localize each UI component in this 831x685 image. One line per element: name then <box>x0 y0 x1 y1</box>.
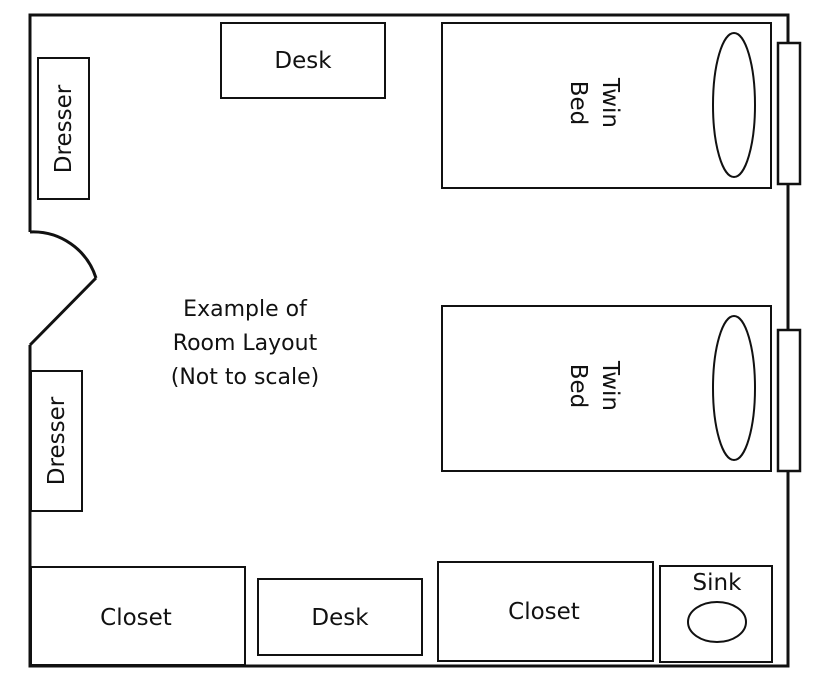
caption-line1: Example of <box>183 297 308 322</box>
closet-right-outline <box>437 561 654 662</box>
twin-bed-bottom-outline <box>441 305 772 472</box>
sink-basin-icon <box>687 601 747 643</box>
door-swing-arc <box>29 230 98 279</box>
closet-left-outline <box>30 566 246 666</box>
twin-bed-top-label-line2: Bed <box>565 81 591 126</box>
desk-top-outline <box>220 22 386 99</box>
desk-top: Desk <box>220 22 386 99</box>
twin-bed-bottom-label-line2: Bed <box>565 364 591 409</box>
closet-right: Closet <box>437 561 654 662</box>
caption-line3: (Not to scale) <box>171 365 319 390</box>
twin-bed-bottom-label-line1: Twin <box>597 360 623 411</box>
dresser-top-label: Dresser <box>51 84 77 173</box>
pillow-icon <box>712 32 756 178</box>
desk-top-label: Desk <box>274 48 332 74</box>
pillow-icon <box>712 315 756 461</box>
desk-bottom-outline <box>257 578 423 656</box>
window-bottom <box>776 328 802 473</box>
twin-bed-top-outline <box>441 22 772 189</box>
closet-right-label: Closet <box>508 599 580 625</box>
closet-left: Closet <box>30 566 246 666</box>
wall-top-right-bottom <box>28 13 790 668</box>
window-top <box>776 41 802 186</box>
sink: Sink <box>659 565 773 663</box>
twin-bed-bottom: Twin Bed <box>441 305 772 472</box>
sink-label: Sink <box>693 570 743 596</box>
room-walls <box>28 13 790 668</box>
dresser-top: Dresser <box>37 57 90 200</box>
desk-bottom-label: Desk <box>311 605 369 631</box>
dresser-bottom-outline <box>30 370 83 512</box>
sink-outline <box>659 565 773 663</box>
desk-bottom: Desk <box>257 578 423 656</box>
twin-bed-top: Twin Bed <box>441 22 772 189</box>
twin-bed-top-label-line1: Twin <box>597 77 623 128</box>
door <box>28 230 98 347</box>
caption-line2: Room Layout <box>173 331 318 356</box>
dresser-bottom-label: Dresser <box>44 396 70 485</box>
closet-left-label: Closet <box>100 605 172 631</box>
dresser-bottom: Dresser <box>30 370 83 512</box>
dresser-top-outline <box>37 57 90 200</box>
door-panel <box>28 276 98 347</box>
layout-caption: Example of Room Layout (Not to scale) <box>171 297 319 390</box>
